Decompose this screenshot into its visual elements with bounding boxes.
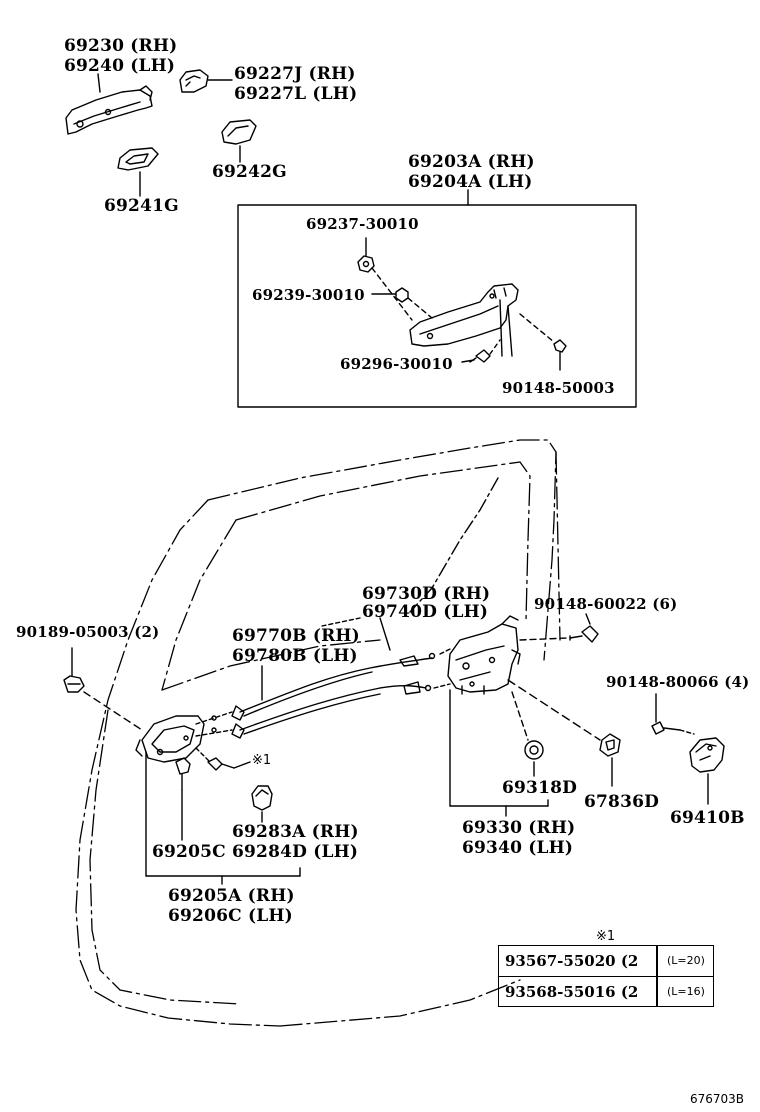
figure-code: 676703B bbox=[690, 1092, 745, 1106]
label-69284D: 69284D (LH) bbox=[232, 842, 359, 862]
note-screw-part bbox=[207, 757, 251, 771]
note-table-title: ※1 bbox=[596, 929, 616, 944]
label-90189-05003: 90189-05003 (2) bbox=[16, 623, 160, 641]
label-69330: 69330 (RH) bbox=[462, 818, 576, 838]
label-69780B: 69780B (LH) bbox=[232, 646, 358, 666]
handle-screw-part bbox=[175, 757, 191, 791]
label-69205C: 69205C bbox=[152, 842, 226, 862]
label-90148-50003: 90148-50003 bbox=[502, 379, 615, 397]
note-table: 93567-55020 (2 (L=20) 93568-55016 (2 (L=… bbox=[498, 945, 714, 1007]
label-69204A: 69204A (LH) bbox=[408, 172, 533, 192]
striker-bolt-part bbox=[651, 721, 681, 735]
door-striker-part bbox=[689, 737, 725, 773]
handle-bezel-part bbox=[251, 785, 273, 811]
lock-cushion-part bbox=[524, 740, 544, 760]
label-69240: 69240 (LH) bbox=[64, 56, 176, 76]
frame-bolt-part bbox=[553, 339, 567, 371]
label-69283A: 69283A (RH) bbox=[232, 822, 359, 842]
table-length: (L=20) bbox=[667, 954, 705, 967]
label-69237: 69237-30010 bbox=[306, 215, 419, 233]
label-69318D: 69318D bbox=[502, 778, 578, 798]
lock-cable-part bbox=[239, 652, 436, 735]
door-lock-part bbox=[447, 615, 521, 695]
label-69203A: 69203A (RH) bbox=[408, 152, 535, 172]
label-69740D: 69740D (LH) bbox=[362, 602, 489, 622]
label-69340: 69340 (LH) bbox=[462, 838, 574, 858]
label-69227L: 69227L (LH) bbox=[234, 84, 358, 104]
label-69296: 69296-30010 bbox=[340, 355, 453, 373]
door-outline bbox=[75, 439, 561, 1027]
label-69205A: 69205A (RH) bbox=[168, 886, 295, 906]
label-69206C: 69206C (LH) bbox=[168, 906, 293, 926]
table-part-number: 93568-55016 (2 bbox=[505, 983, 639, 1001]
table-part-number: 93567-55020 (2 bbox=[505, 952, 639, 970]
door-clip-part bbox=[63, 675, 85, 693]
frame-nut-part bbox=[357, 255, 375, 273]
lock-grommet-part bbox=[599, 733, 621, 757]
table-row: 93568-55016 (2 (L=16) bbox=[499, 977, 713, 1007]
table-length: (L=16) bbox=[667, 985, 705, 998]
label-69239: 69239-30010 bbox=[252, 286, 365, 304]
handle-pad-part bbox=[221, 119, 257, 145]
label-69230: 69230 (RH) bbox=[64, 36, 178, 56]
label-90148-60022: 90148-60022 (6) bbox=[534, 595, 678, 613]
handle-frame-part bbox=[409, 283, 519, 357]
label-69730D: 69730D (RH) bbox=[362, 584, 491, 604]
label-note-mark: ※1 bbox=[252, 753, 272, 768]
label-67836D: 67836D bbox=[584, 792, 660, 812]
label-69242G: 69242G bbox=[212, 162, 287, 182]
lock-bolt-part bbox=[569, 625, 599, 643]
outside-handle-part bbox=[65, 85, 153, 135]
table-row: 93567-55020 (2 (L=20) bbox=[499, 946, 713, 977]
frame-spacer-part bbox=[395, 287, 409, 303]
handle-gasket-part bbox=[117, 147, 159, 171]
label-69770B: 69770B (RH) bbox=[232, 626, 360, 646]
label-69227J: 69227J (RH) bbox=[234, 64, 356, 84]
inside-handle-part bbox=[135, 715, 205, 763]
label-69410B: 69410B bbox=[670, 808, 745, 828]
label-90148-80066: 90148-80066 (4) bbox=[606, 673, 750, 691]
label-69241G: 69241G bbox=[104, 196, 179, 216]
handle-cap-part bbox=[179, 69, 209, 93]
